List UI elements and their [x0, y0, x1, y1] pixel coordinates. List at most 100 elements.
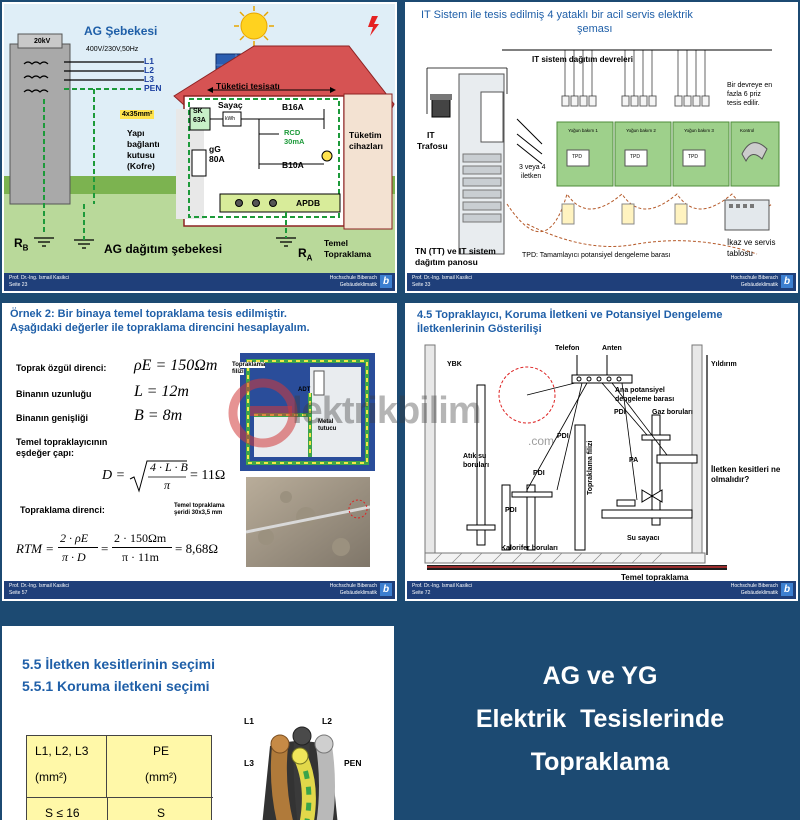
slide4-title-1: 4.5 Topraklayıcı, Koruma İletkeni ve Pot…	[417, 309, 723, 321]
gg-label-1: gG	[209, 144, 221, 154]
slide-example-2: Örnek 2: Bir binaya temel topraklama tes…	[2, 303, 397, 601]
note-label-3: tesis edilir.	[727, 100, 760, 107]
pa-label: PA	[629, 457, 639, 464]
sewer-label-2: boruları	[463, 462, 490, 469]
gg-label-2: 80A	[209, 154, 225, 164]
fig-holder-label-1: Metal	[318, 419, 334, 425]
tpd-box-2: TPD	[630, 154, 640, 160]
rho-value: ρE = 150Ωm	[134, 357, 218, 374]
width-value: B = 8m	[134, 407, 183, 424]
photo-label-1: Temel topraklama	[174, 503, 225, 509]
slide4-title-2: İletkenlerinin Gösterilişi	[417, 323, 542, 335]
main-title: AG ve YG Elektrik Tesislerinde Topraklam…	[400, 655, 800, 784]
conductors-diagram	[424, 344, 727, 570]
alarm-label-1: İkaz ve servis	[727, 238, 776, 247]
cable-label-l2: L2	[322, 716, 332, 726]
bed-label-4: Kontrol	[740, 128, 755, 133]
slide-it-system: IT Sistem ile tesis edilmiş 4 yataklı bi…	[405, 2, 798, 293]
footer-page: Seite 23	[9, 282, 28, 288]
fig-rod-label-2: filizi	[232, 369, 244, 375]
gas-label: Gaz boruları	[652, 409, 693, 416]
footer-dept: Gebäudeklimatik	[740, 590, 778, 596]
panel-label-1: TN (TT) ve IT sistem	[415, 246, 496, 256]
phase-l1: L1	[144, 56, 154, 66]
rcd-label-2: 30mA	[284, 137, 305, 146]
bed-label-2: Yoğun bakım 2	[626, 128, 656, 133]
footer-school: Hochschule Biberach	[329, 275, 377, 281]
slide5-heading-2: 5.5.1 Koruma iletkeni seçimi	[22, 678, 210, 694]
pdi-label-2: PDI	[557, 433, 569, 440]
hb-logo: b	[380, 583, 392, 596]
slide3-title-1: Örnek 2: Bir binaya temel topraklama tes…	[10, 308, 287, 320]
diameter-formula-den: π	[164, 478, 171, 492]
tpd-box-1: TPD	[572, 154, 582, 160]
water-meter-label: Su sayacı	[627, 535, 660, 542]
voltage-label: 400V/230V,50Hz	[86, 46, 139, 53]
cables-label-1: 3 veya 4	[519, 164, 546, 171]
hb-logo: b	[781, 583, 793, 596]
sk-label-2: 63A	[193, 117, 206, 124]
apdb-label: APDB	[296, 198, 321, 208]
phase-pen: PEN	[144, 83, 162, 93]
tpd-note: TPD: Tamamlayıcı potansiyel dengeleme ba…	[522, 252, 671, 259]
resistance-lhs: RTM =	[16, 541, 55, 556]
earth-label-2: Topraklama	[324, 249, 372, 259]
foundation-photo	[246, 477, 370, 567]
rho-label: Toprak özgül direnci:	[16, 363, 107, 373]
main-title-line-3: Topraklama	[530, 748, 670, 776]
slide-conductors: 4.5 Topraklayıcı, Koruma İletkeni ve Pot…	[405, 303, 798, 601]
trafo-label-1: IT	[427, 130, 435, 140]
diameter-formula-result: = 11Ω	[190, 468, 226, 483]
cable-cross-section	[262, 726, 338, 820]
footer-author: Prof. Dr.-Ing. Ismail Kasikci	[9, 275, 70, 281]
main-title-line-2: Elektrik Tesislerinde	[475, 705, 725, 733]
diameter-label-2: eşdeğer çapı:	[16, 448, 75, 458]
b10-label: B10A	[282, 160, 304, 170]
sk-label-1: SK	[193, 108, 203, 115]
table-cell-phase: S ≤ 16	[45, 806, 80, 820]
ag-network-diagram	[4, 4, 395, 291]
table-cell-pe: S	[157, 806, 166, 820]
table-header-phase-1: L1, L2, L3	[35, 744, 89, 758]
it-system-diagram	[426, 49, 780, 255]
circuits-label: IT sistem dağıtım devreleri	[532, 55, 633, 64]
footer-page: Seite 57	[9, 590, 28, 596]
note-label-2: fazla 6 priz	[727, 91, 761, 98]
riser-label: Topraklama filizi	[587, 440, 594, 495]
foundation-plan	[240, 353, 375, 471]
devices-label-2: cihazları	[349, 141, 384, 151]
footer-school: Hochschule Biberach	[730, 583, 778, 589]
heater-label: Kalorifer boruları	[501, 545, 558, 552]
pe-table: L1, L2, L3 (mm²) PE (mm²) S ≤ 16 S	[26, 735, 213, 820]
fig-rod-label-1: Topraklama	[232, 362, 266, 368]
length-label: Binanın uzunluğu	[16, 389, 92, 399]
photo-label-2: şeridi 30x3,5 mm	[174, 510, 223, 516]
sewer-label-1: Atık su	[463, 453, 487, 460]
main-bar-label-2: dengeleme barası	[615, 396, 675, 403]
footer-dept: Gebäudeklimatik	[339, 590, 377, 596]
box-label-2: bağlantı	[127, 139, 160, 149]
bed-label-1: Yoğun bakım 1	[568, 128, 598, 133]
tpd-box-3: TPD	[688, 154, 698, 160]
yildirim-label: Yıldırım	[711, 361, 737, 368]
fig-adt-label: ADT	[298, 387, 311, 393]
box-label-3: kutusu	[127, 150, 155, 160]
cable-label-pen: PEN	[344, 758, 362, 768]
slide2-title-2: şeması	[577, 23, 613, 35]
cables-label-2: iletken	[521, 173, 542, 180]
cable-label-l1: L1	[244, 716, 254, 726]
telefon-label: Telefon	[555, 345, 580, 352]
box-label-1: Yapı	[127, 128, 145, 138]
question-label-1: İletken kesitleri ne	[711, 465, 781, 474]
meter-unit: kWh	[225, 116, 235, 122]
footer-dept: Gebäudeklimatik	[339, 282, 377, 288]
resistance-result: = 8,68Ω	[175, 541, 218, 556]
slide-ag-network: AG Şebekesi 20kV 400V/230V,50Hz L1 L2 L3…	[2, 2, 397, 293]
ybk-label: YBK	[447, 361, 462, 368]
diameter-label-1: Temel topraklayıcının	[16, 437, 108, 447]
pdi-label-1: PDI	[614, 409, 626, 416]
main-title-line-1: AG ve YG	[542, 662, 658, 690]
resistance-label: Topraklama direnci:	[20, 505, 105, 515]
